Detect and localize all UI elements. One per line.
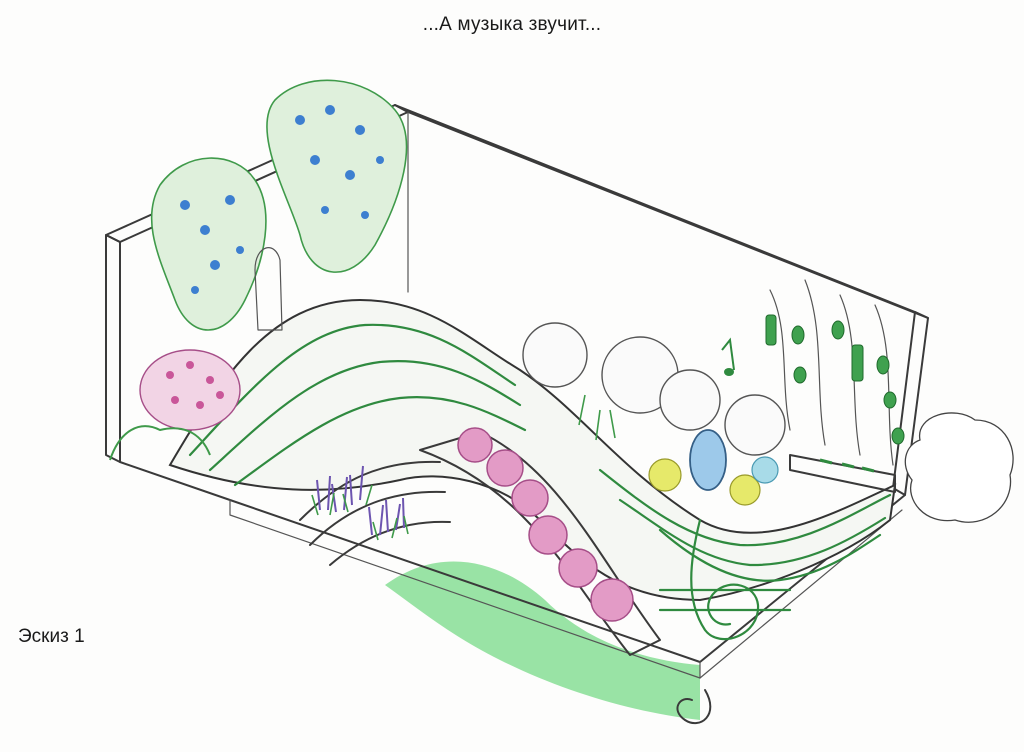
- pink-shrub-planter: [419, 427, 661, 656]
- water-feature: [689, 429, 727, 491]
- sketch-title: ...А музыка звучит...: [422, 14, 602, 35]
- sketch-caption: Эскиз 1: [18, 626, 85, 647]
- lower-steps: [299, 460, 451, 566]
- wave-terrace: [168, 298, 897, 602]
- treble-clef-icon: [658, 518, 792, 641]
- lawn-area: [119, 461, 906, 720]
- right-shrub-group: [522, 322, 786, 506]
- music-wall-panels: [765, 279, 905, 493]
- music-note-icon: [721, 337, 735, 376]
- lavender-planting: [316, 465, 405, 536]
- outline-shrub: [904, 412, 1014, 523]
- pink-flowering-shrub: [109, 349, 241, 461]
- blue-climbing-plants: [150, 79, 408, 331]
